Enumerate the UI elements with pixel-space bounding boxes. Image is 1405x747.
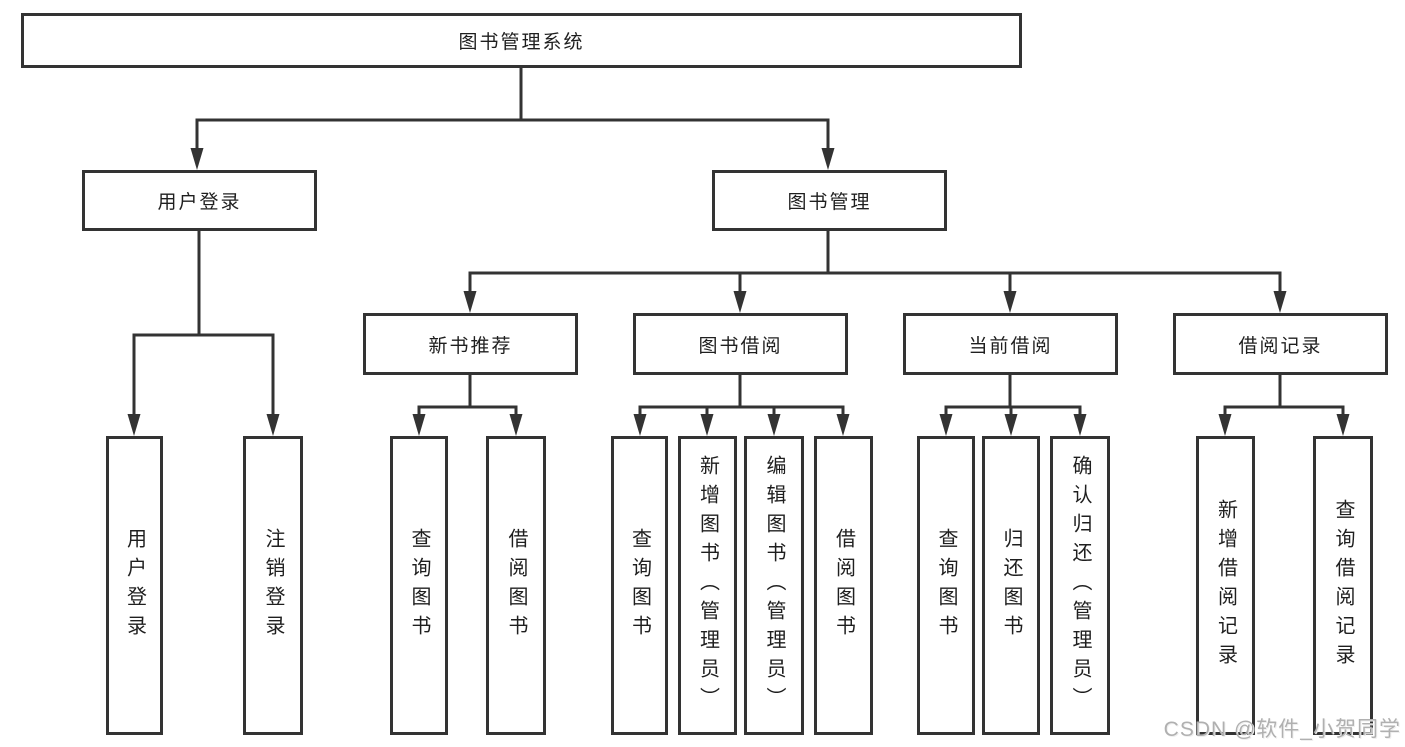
- node-label: 当前借阅: [968, 335, 1053, 357]
- node-label: 借阅图书: [505, 527, 527, 644]
- node-new-book-recommend: 新书推荐: [363, 313, 578, 375]
- node-label: 新增借阅记录: [1214, 498, 1237, 673]
- node-label: 编辑图书（管理员）: [763, 455, 785, 716]
- node-label: 查询图书: [628, 527, 651, 644]
- leaf-edit-book-admin: 编辑图书（管理员）: [744, 436, 804, 735]
- node-current-borrow: 当前借阅: [903, 313, 1118, 375]
- leaf-return-book: 归还图书: [982, 436, 1040, 735]
- node-borrow-records: 借阅记录: [1173, 313, 1388, 375]
- node-label: 图书管理: [787, 192, 872, 213]
- leaf-borrow-book: 借阅图书: [814, 436, 873, 735]
- node-label: 借阅记录: [1238, 335, 1323, 357]
- node-label: 图书管理系统: [458, 32, 585, 53]
- node-book-management: 图书管理: [712, 170, 947, 231]
- node-label: 查询图书: [935, 527, 957, 644]
- leaf-query-borrow-record: 查询借阅记录: [1313, 436, 1373, 735]
- leaf-query-book: 查询图书: [390, 436, 448, 735]
- node-book-borrow: 图书借阅: [633, 313, 848, 375]
- node-label: 确认归还（管理员）: [1069, 455, 1091, 716]
- node-label: 借阅图书: [832, 527, 855, 644]
- node-label: 注销登录: [262, 527, 284, 644]
- node-library-management-system: 图书管理系统: [21, 13, 1022, 68]
- leaf-borrow-book: 借阅图书: [486, 436, 546, 735]
- node-label: 用户登录: [157, 192, 242, 213]
- leaf-user-login: 用户登录: [106, 436, 163, 735]
- leaf-logout: 注销登录: [243, 436, 303, 735]
- leaf-confirm-return-admin: 确认归还（管理员）: [1050, 436, 1110, 735]
- leaf-query-book: 查询图书: [917, 436, 975, 735]
- node-label: 新增图书（管理员）: [696, 455, 719, 716]
- leaf-query-book: 查询图书: [611, 436, 668, 735]
- node-label: 新书推荐: [428, 335, 513, 357]
- arrowheads: [127, 148, 1350, 436]
- node-label: 用户登录: [123, 527, 146, 644]
- leaf-add-borrow-record: 新增借阅记录: [1196, 436, 1255, 735]
- node-label: 归还图书: [1000, 527, 1022, 644]
- node-label: 图书借阅: [698, 335, 783, 357]
- leaf-add-book-admin: 新增图书（管理员）: [678, 436, 737, 735]
- node-user-login: 用户登录: [82, 170, 317, 231]
- node-label: 查询借阅记录: [1332, 498, 1354, 673]
- node-label: 查询图书: [408, 527, 430, 644]
